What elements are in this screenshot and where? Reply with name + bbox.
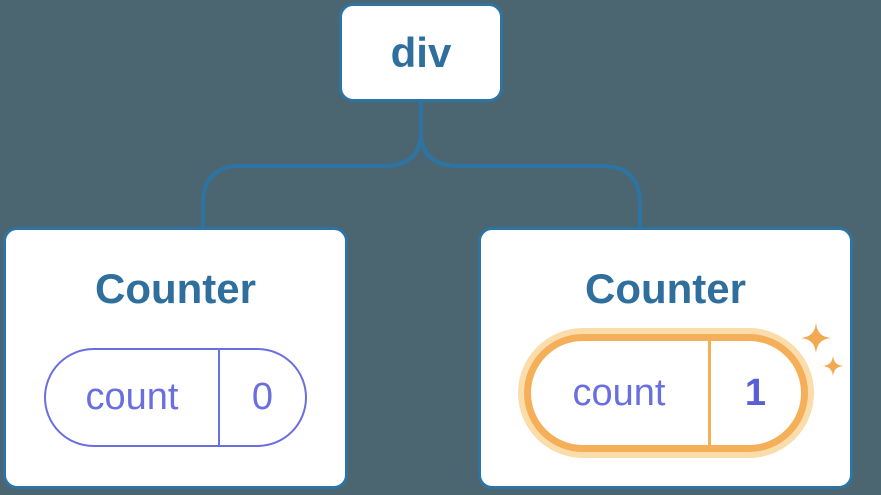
state-value: 0 bbox=[251, 376, 274, 418]
counter-component-card-right: Counter count 1 bbox=[478, 227, 853, 489]
sparkle-icon-small bbox=[822, 355, 845, 378]
root-node-label: div bbox=[390, 28, 452, 76]
root-node-div: div bbox=[339, 3, 503, 102]
state-pill: count 0 bbox=[44, 348, 307, 447]
state-key-label: count bbox=[46, 350, 220, 445]
state-pill-highlighted: count 1 bbox=[523, 334, 808, 452]
component-title: Counter bbox=[95, 265, 256, 312]
state-key-label: count bbox=[531, 341, 711, 445]
state-value: 1 bbox=[744, 371, 767, 414]
connector-left-branch bbox=[201, 98, 423, 230]
counter-component-card-left: Counter count 0 bbox=[3, 227, 348, 489]
component-title: Counter bbox=[585, 265, 746, 312]
connector-right-branch bbox=[419, 98, 642, 230]
sparkle-icon-large bbox=[799, 321, 833, 355]
